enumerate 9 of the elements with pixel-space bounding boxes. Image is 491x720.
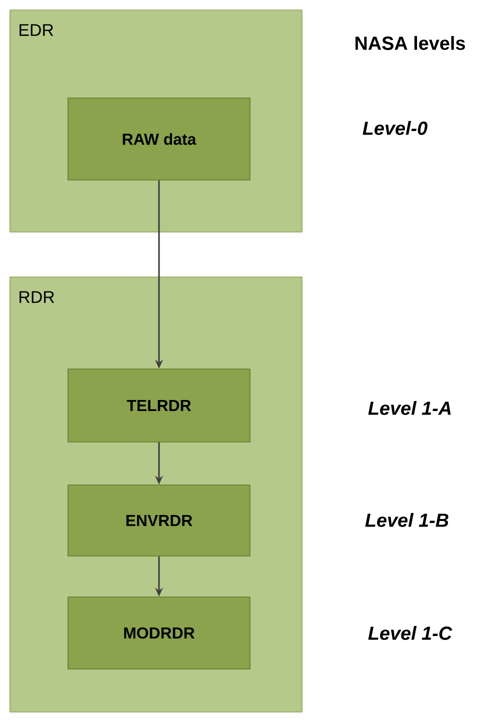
level-label: Level 1-B [365, 513, 448, 527]
heading: NASA levels [356, 36, 465, 50]
process-box: RAW data [68, 98, 250, 180]
level-label: Level 1-A [368, 401, 451, 415]
process-box: TELRDR [68, 368, 250, 442]
process-box: ENVRDR [68, 484, 250, 556]
process-box: MODRDR [68, 596, 250, 670]
level-label: Level-0 [362, 121, 428, 135]
level-label: Level 1-C [368, 626, 452, 640]
